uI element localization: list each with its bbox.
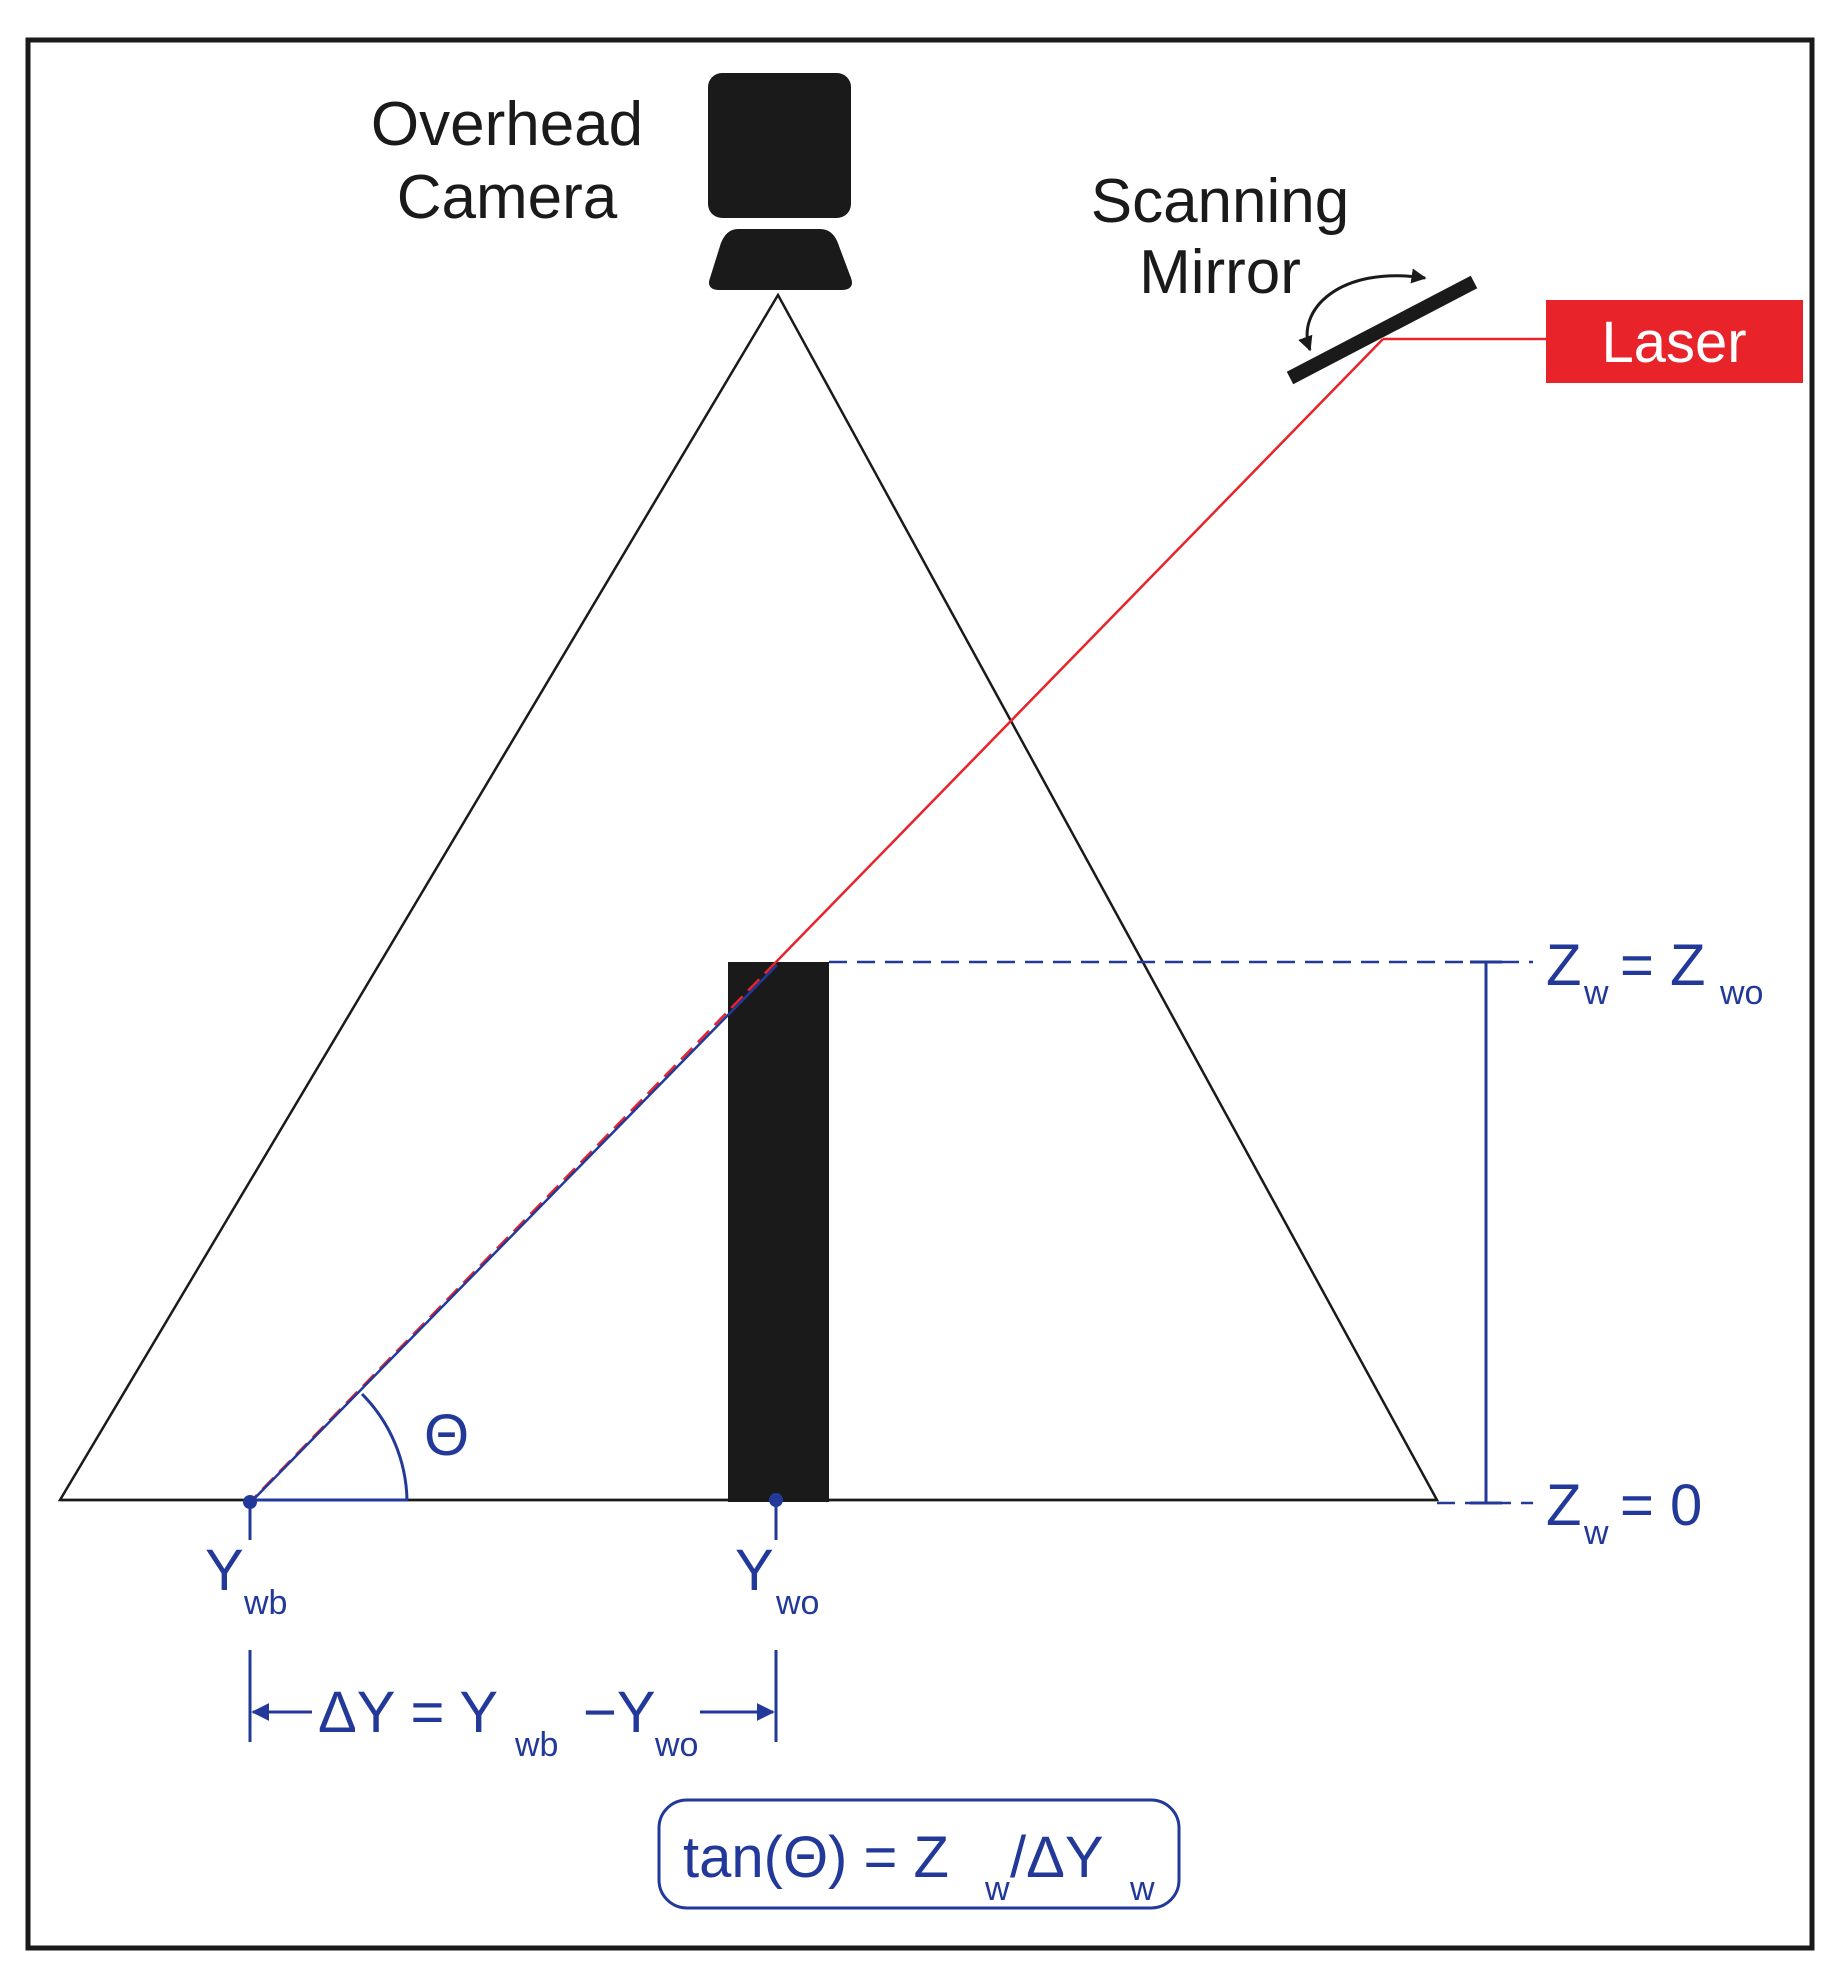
delta-main2: −Y xyxy=(583,1680,656,1745)
zw-top-main: Z xyxy=(1546,933,1581,998)
formula-part1: tan(Θ) = Z xyxy=(683,1825,949,1890)
formula-box: tan(Θ) = Z w /ΔY w xyxy=(657,1798,1181,1910)
theta-arc xyxy=(360,1392,409,1501)
ywo-label: Y wo xyxy=(735,1538,819,1622)
formula-sub1: w xyxy=(984,1870,1010,1908)
ywb-label: Y wb xyxy=(205,1538,287,1622)
zw-bottom-sub: w xyxy=(1583,1514,1609,1552)
zw-top-sub2: wo xyxy=(1719,974,1763,1012)
ywb-sub: wb xyxy=(243,1584,287,1622)
curved-double-arrow-icon xyxy=(1298,268,1427,352)
laser-beam xyxy=(775,338,1384,963)
zw-bottom-label: Z w = 0 xyxy=(1546,1473,1702,1552)
camera-label-line2: Camera xyxy=(397,163,618,232)
camera-icon xyxy=(708,73,852,290)
zw-bottom-main: Z xyxy=(1546,1473,1581,1538)
mirror-label-line2: Mirror xyxy=(1139,238,1301,307)
zw-top-eq: = Z xyxy=(1620,933,1705,998)
zw-top-label: Z w = Z wo xyxy=(1546,933,1763,1012)
formula-part2: /ΔY xyxy=(1010,1825,1104,1890)
formula-sub2: w xyxy=(1129,1870,1155,1908)
projection-line xyxy=(249,964,778,1504)
mirror-label-line1: Scanning xyxy=(1091,167,1350,236)
zw-top-sub: w xyxy=(1583,974,1609,1012)
theta-label: Θ xyxy=(424,1403,469,1468)
zw-bottom-eq: = 0 xyxy=(1620,1473,1702,1538)
delta-y-label: ΔY = Y wb −Y wo xyxy=(318,1680,698,1764)
delta-sub2: wo xyxy=(654,1726,698,1764)
delta-sub1: wb xyxy=(514,1726,558,1764)
outer-frame xyxy=(25,37,1815,1951)
delta-main1: ΔY = Y xyxy=(318,1680,498,1745)
ywo-main: Y xyxy=(735,1538,774,1603)
camera-label-line1: Overhead xyxy=(371,90,643,159)
ywb-main: Y xyxy=(205,1538,244,1603)
measured-object xyxy=(728,962,829,1502)
laser-box: Laser xyxy=(1546,300,1803,383)
ywo-sub: wo xyxy=(775,1584,819,1622)
laser-label: Laser xyxy=(1601,310,1746,375)
